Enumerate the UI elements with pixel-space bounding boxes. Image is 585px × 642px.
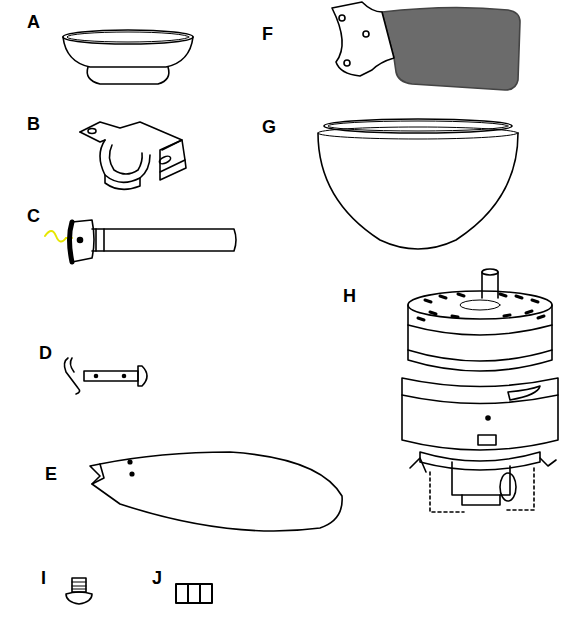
part-letter: H bbox=[343, 287, 356, 305]
part-letter: B bbox=[27, 115, 40, 133]
hanger-pin bbox=[64, 358, 147, 394]
downrod bbox=[45, 220, 236, 262]
part-letter: C bbox=[27, 207, 40, 225]
part-letter: G bbox=[262, 118, 276, 136]
part-letter: I bbox=[41, 569, 46, 587]
blade-iron bbox=[332, 2, 520, 90]
part-letter: A bbox=[27, 13, 40, 31]
wire-connector bbox=[176, 584, 212, 603]
fan-blade bbox=[90, 452, 342, 531]
canopy bbox=[63, 30, 193, 84]
part-letter: J bbox=[152, 569, 162, 587]
fan-motor bbox=[402, 269, 558, 512]
switch-housing bbox=[318, 119, 518, 249]
part-letter: F bbox=[262, 25, 273, 43]
part-letter: D bbox=[39, 344, 52, 362]
part-letter: E bbox=[45, 465, 57, 483]
screw bbox=[66, 578, 92, 604]
mounting-bracket bbox=[80, 122, 186, 189]
